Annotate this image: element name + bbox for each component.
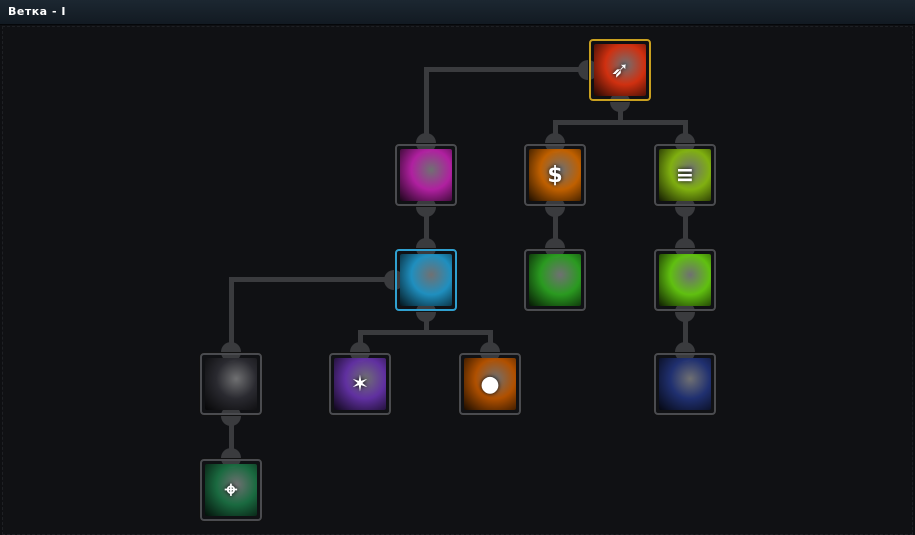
gun-fire-icon: ➶ xyxy=(594,44,646,96)
skill-glyph: ➶ xyxy=(610,57,630,83)
skill-glyph: ● xyxy=(480,371,500,397)
target-crosshair-icon: ⌖ xyxy=(205,464,257,516)
skill-glyph: ✶ xyxy=(350,371,370,397)
skill-glyph: $ xyxy=(547,162,563,188)
window-titlebar: Ветка - I xyxy=(0,0,915,25)
skill-glyph xyxy=(529,254,581,306)
green-network-icon xyxy=(529,254,581,306)
skill-glyph xyxy=(205,358,257,410)
skill-node-armor-plate[interactable] xyxy=(395,249,457,311)
money-arrows-icon: $ xyxy=(529,149,581,201)
skill-node-pink-blade[interactable] xyxy=(395,144,457,206)
skill-glyph xyxy=(659,358,711,410)
skill-node-money-arrows[interactable]: $ xyxy=(524,144,586,206)
skill-node-rapid-fire[interactable]: ➶ xyxy=(589,39,651,101)
skill-glyph: ⌖ xyxy=(224,477,238,503)
skill-glyph: ≡ xyxy=(675,162,695,188)
purple-burst-icon: ✶ xyxy=(334,358,386,410)
orange-mines-icon: ● xyxy=(464,358,516,410)
skill-node-green-generator[interactable]: ≡ xyxy=(654,144,716,206)
skill-node-blue-ships[interactable] xyxy=(654,353,716,415)
skill-glyph xyxy=(400,149,452,201)
armor-plate-icon xyxy=(400,254,452,306)
green-generator-icon: ≡ xyxy=(659,149,711,201)
skill-tree-panel xyxy=(2,26,913,535)
skill-node-green-energy[interactable] xyxy=(654,249,716,311)
skill-node-purple-burst[interactable]: ✶ xyxy=(329,353,391,415)
green-energy-icon xyxy=(659,254,711,306)
skill-node-green-network[interactable] xyxy=(524,249,586,311)
skill-node-space-lasers[interactable] xyxy=(200,353,262,415)
skill-node-target-sight[interactable]: ⌖ xyxy=(200,459,262,521)
pink-blade-icon xyxy=(400,149,452,201)
window-title: Ветка - I xyxy=(8,5,66,18)
skill-node-orange-mines[interactable]: ● xyxy=(459,353,521,415)
skill-glyph xyxy=(659,254,711,306)
blue-ships-icon xyxy=(659,358,711,410)
space-lasers-icon xyxy=(205,358,257,410)
skill-glyph xyxy=(400,254,452,306)
